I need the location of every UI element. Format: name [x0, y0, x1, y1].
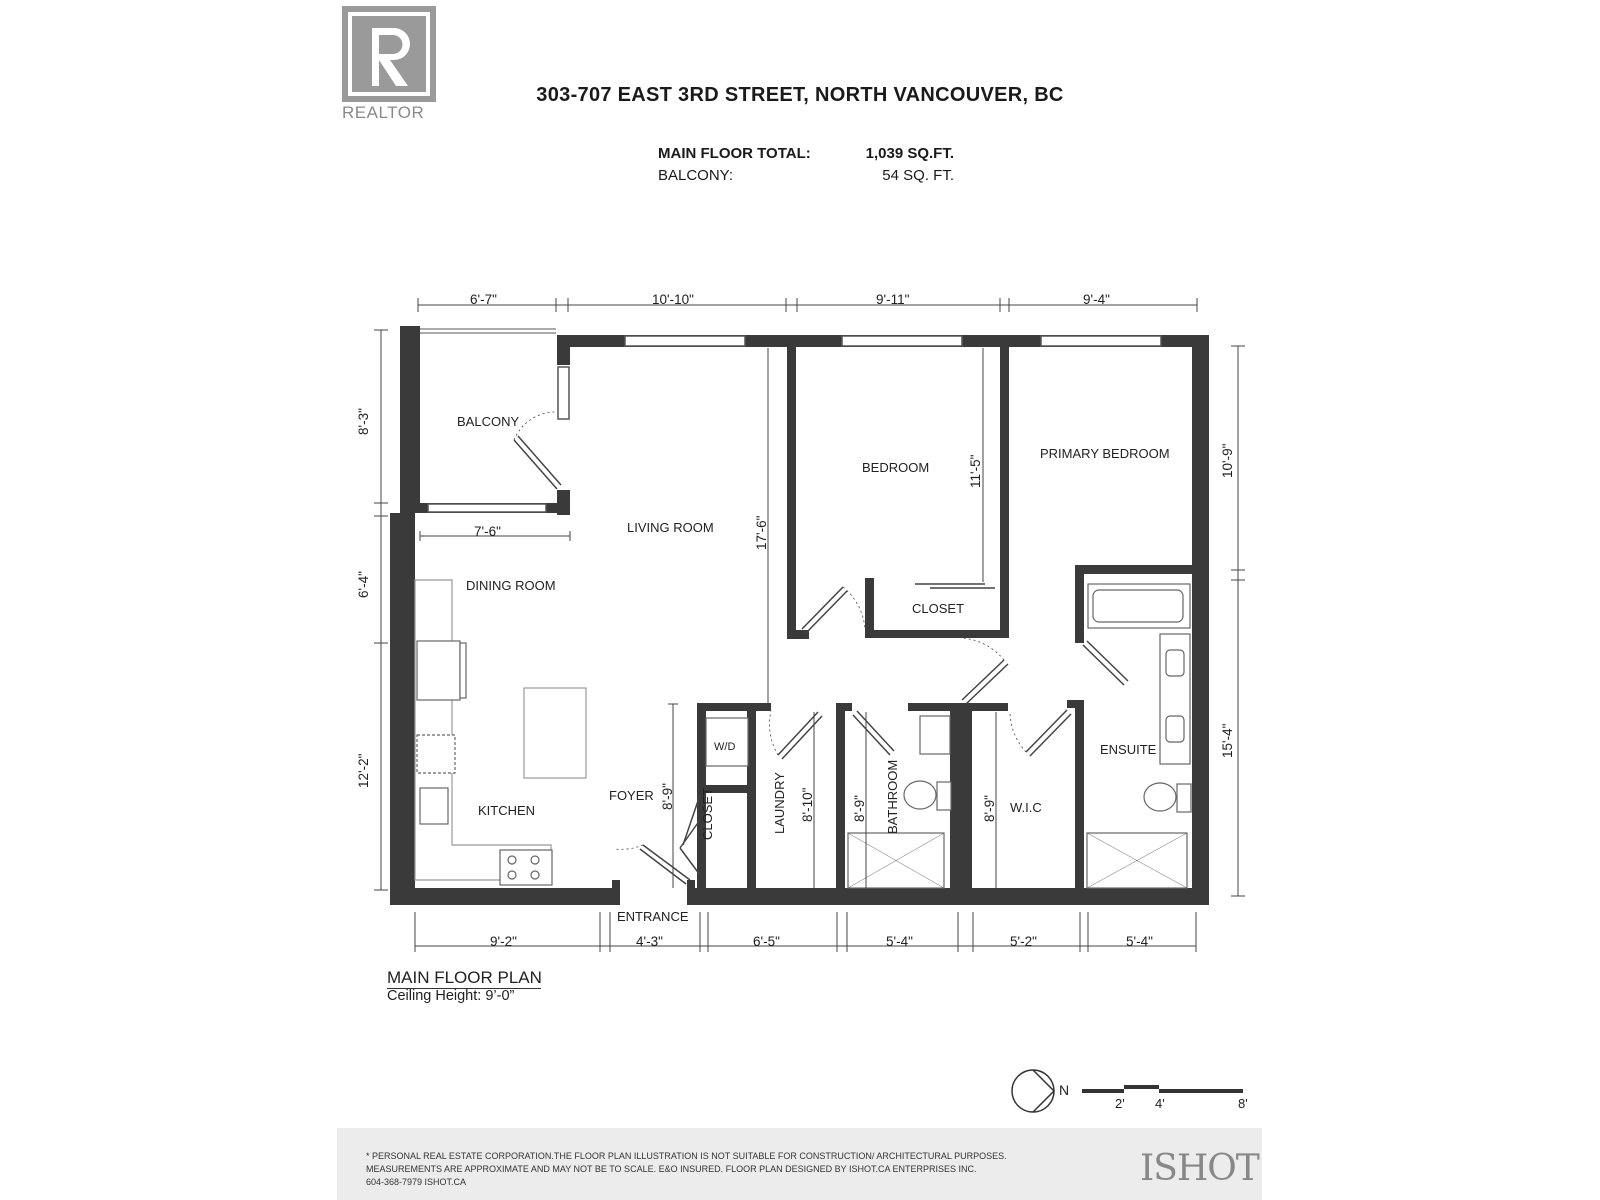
room-label-closet-foyer: CLOSET [700, 787, 715, 840]
dimension-bedroom-height: 11'-5" [968, 454, 983, 488]
room-label-primary-bedroom: PRIMARY BEDROOM [1040, 446, 1170, 461]
main-floor-total-row: MAIN FLOOR TOTAL: 1,039 SQ.FT. [658, 145, 954, 162]
dimension-bottom-2: 4'-3" [636, 934, 663, 949]
room-label-entrance: ENTRANCE [617, 909, 689, 924]
dimension-top-2: 10'-10" [652, 292, 694, 307]
scale-label-2: 2' [1115, 1096, 1125, 1111]
room-label-ensuite: ENSUITE [1100, 742, 1157, 757]
balcony-railing-hatch [420, 328, 556, 334]
dimension-balcony-width: 7'-6" [474, 524, 501, 539]
dimension-bottom-4: 5'-4" [886, 934, 913, 949]
dimension-right-1: 10'-9" [1220, 443, 1235, 478]
north-compass-icon [1011, 1069, 1056, 1113]
dimension-laundry: 8'-10" [800, 787, 815, 822]
scale-label-8: 8' [1238, 1096, 1248, 1111]
dimension-top-3: 9'-11" [876, 292, 910, 307]
room-label-wic: W.I.C [1010, 800, 1042, 815]
main-floor-total-value: 1,039 SQ.FT. [865, 145, 954, 162]
footer-line-3: 604-368-7979 ISHOT.CA [366, 1177, 467, 1187]
dimension-bottom-6: 5'-4" [1126, 934, 1153, 949]
room-label-laundry: LAUNDRY [772, 772, 787, 834]
footer-panel [337, 1128, 1262, 1200]
room-label-dining-room: DINING ROOM [466, 578, 556, 593]
fixtures [414, 579, 1192, 889]
dimension-foyer: 8'-9" [660, 783, 675, 810]
balcony-area-row: BALCONY: 54 SQ. FT. [658, 167, 954, 184]
dimension-right-2: 15'-4" [1220, 723, 1235, 758]
dimension-lines [374, 298, 1245, 952]
compass-north-label: N [1059, 1082, 1070, 1098]
room-label-kitchen: KITCHEN [478, 803, 536, 818]
balcony-area-label: BALCONY: [658, 167, 734, 184]
main-floor-total-label: MAIN FLOOR TOTAL: [658, 145, 811, 162]
dimension-bottom-3: 6'-5" [753, 934, 780, 949]
doors [513, 411, 1129, 885]
appliance-label-wd: W/D [714, 741, 736, 753]
scale-label-4: 4' [1155, 1096, 1165, 1111]
realtor-logo-icon [342, 6, 436, 102]
room-label-bedroom: BEDROOM [862, 460, 930, 475]
dimension-top-1: 6'-7" [470, 292, 497, 307]
dimension-left-2: 6'-4" [356, 571, 371, 598]
dimension-bottom-5: 5'-2" [1010, 934, 1037, 949]
windows [427, 335, 1162, 513]
dimension-wic: 8'-9" [982, 795, 997, 822]
footer-line-2: MEASUREMENTS ARE APPROXIMATE AND MAY NOT… [366, 1164, 977, 1174]
property-address: 303-707 EAST 3RD STREET, NORTH VANCOUVER… [536, 84, 1064, 106]
room-label-bathroom: BATHROOM [885, 759, 900, 834]
dimension-bottom-1: 9'-2" [490, 934, 517, 949]
plan-title-underline [387, 988, 541, 989]
dimension-living-height: 17'-6" [754, 515, 769, 550]
balcony-area-value: 54 SQ. FT. [882, 167, 954, 184]
ceiling-height: Ceiling Height: 9’-0” [387, 988, 515, 1004]
ishot-brand-logo: ISHOT [1140, 1148, 1260, 1189]
room-label-closet-bedroom: CLOSET [912, 601, 965, 616]
dimension-left-3: 12'-2" [356, 753, 371, 788]
dimension-bathroom: 8'-9" [852, 795, 867, 822]
footer-disclaimer: * PERSONAL REAL ESTATE CORPORATION.THE F… [366, 1150, 1066, 1189]
room-label-living-room: LIVING ROOM [627, 520, 714, 535]
realtor-logo-text: REALTOR [342, 103, 425, 122]
plan-title: MAIN FLOOR PLAN [387, 968, 542, 987]
dimension-top-4: 9'-4" [1083, 292, 1110, 307]
scale-bar [1082, 1085, 1243, 1093]
room-label-foyer: FOYER [609, 788, 654, 803]
interior-walls [612, 347, 1209, 905]
room-label-balcony: BALCONY [457, 414, 520, 429]
dimension-left-1: 8'-3" [356, 408, 371, 435]
footer-line-1: * PERSONAL REAL ESTATE CORPORATION.THE F… [366, 1151, 1007, 1161]
